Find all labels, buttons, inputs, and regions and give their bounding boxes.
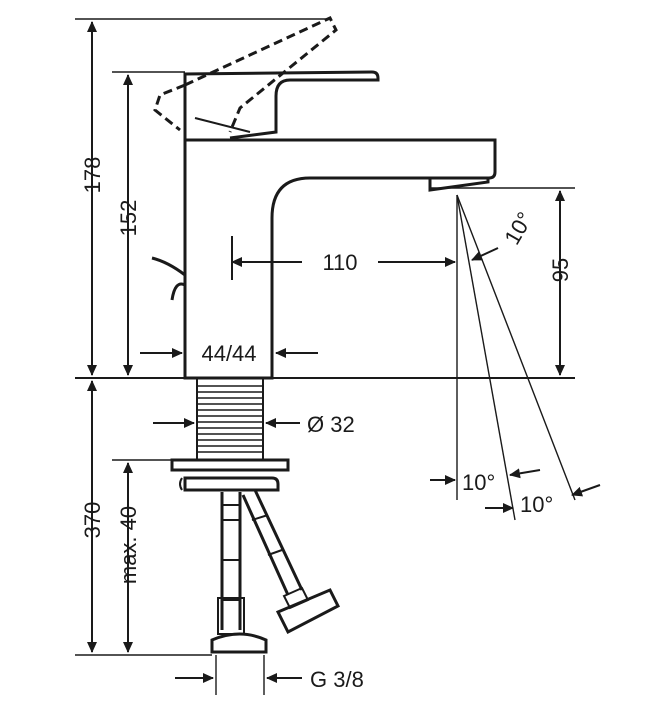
dim-spray-angle-right: 10°: [520, 492, 553, 517]
dim-base-size: 44/44: [201, 341, 256, 366]
dim-outlet-height: 95: [548, 258, 573, 282]
dim-spout-reach: 110: [322, 250, 357, 275]
dim-shank-diameter: Ø 32: [307, 412, 355, 437]
extension-lines: [75, 18, 576, 695]
dim-hose-length: 370: [80, 502, 105, 539]
dim-spray-angle-top: 10°: [499, 208, 537, 249]
dimension-lines: [87, 21, 601, 683]
dim-connection: G 3/8: [310, 667, 364, 692]
shank-assembly: [170, 377, 341, 654]
dim-overall-height: 178: [80, 157, 105, 194]
dim-spray-angle-left: 10°: [462, 470, 495, 495]
faucet-body: [151, 16, 497, 380]
dim-max-thickness: max. 40: [116, 506, 141, 584]
dim-spout-height: 152: [116, 200, 141, 237]
